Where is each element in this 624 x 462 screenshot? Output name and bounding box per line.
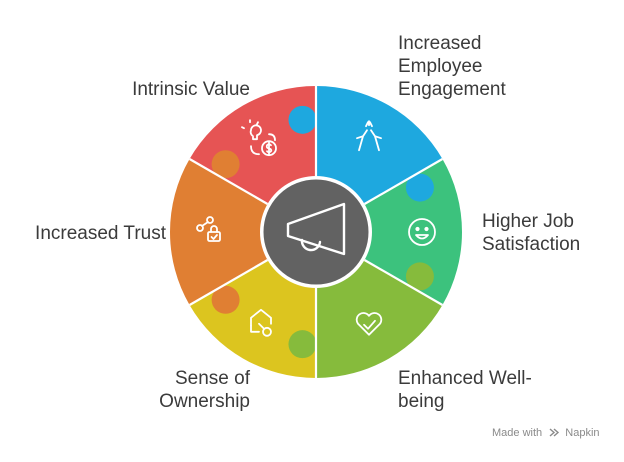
- puzzle-knob: [211, 285, 240, 314]
- house-key-icon: [250, 308, 272, 337]
- segment-divider: [363, 259, 443, 306]
- segment-divider: [189, 158, 269, 205]
- label-enhanced-well-being: Enhanced Well- being: [398, 368, 532, 412]
- center-hub: [260, 176, 372, 288]
- segment-divider: [363, 158, 443, 205]
- label-increased-employee-engagement: Increased Employee Engagement: [398, 33, 506, 100]
- smiley-icon: [408, 218, 436, 246]
- footer-brand: Napkin: [565, 427, 600, 439]
- footer-attribution: Made with Napkin: [492, 427, 600, 441]
- label-sense-of-ownership: Sense of Ownership: [159, 368, 250, 412]
- label-increased-trust: Increased Trust: [35, 223, 166, 244]
- idea-money-icon: [241, 119, 277, 157]
- segment-divider: [189, 259, 269, 306]
- heart-check-icon: [355, 312, 383, 336]
- segment-enhanced-well-being: [316, 260, 443, 378]
- label-higher-job-satisfaction: Higher Job Satisfaction: [482, 211, 581, 255]
- megaphone-icon: [286, 202, 346, 256]
- label-intrinsic-value: Intrinsic Value: [132, 79, 250, 100]
- segment-increased-employee-engagement: [316, 86, 443, 204]
- puzzle-knob: [405, 173, 434, 202]
- puzzle-knob: [288, 330, 317, 359]
- puzzle-knob: [211, 150, 240, 179]
- napkin-logo-icon: [549, 427, 560, 441]
- puzzle-knob: [288, 105, 317, 134]
- puzzle-knob: [405, 262, 434, 291]
- footer-made-with: Made with: [492, 427, 543, 439]
- segment-higher-job-satisfaction: [364, 159, 462, 305]
- high-five-icon: [356, 120, 382, 152]
- network-lock-icon: [196, 216, 221, 242]
